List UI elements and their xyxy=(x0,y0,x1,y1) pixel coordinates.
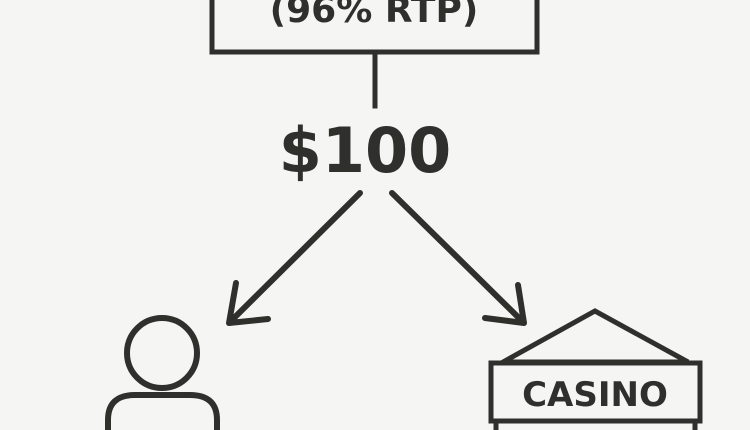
casino-roof xyxy=(493,308,690,365)
arrow-to-casino xyxy=(389,190,527,326)
person-icon xyxy=(105,315,220,430)
person-body xyxy=(105,392,220,430)
casino-sign-frame xyxy=(488,360,703,424)
arrow-to-player xyxy=(226,190,363,326)
arrow-to-player-shaft xyxy=(229,190,363,323)
person-head xyxy=(124,315,200,391)
rtp-box-label: (96% RTP) xyxy=(270,0,479,31)
arrow-to-player-head xyxy=(226,280,271,326)
arrow-to-casino-head xyxy=(482,282,527,326)
amount-label: $100 xyxy=(279,114,452,187)
rtp-box: (96% RTP) xyxy=(209,0,540,55)
casino-building-icon: CASINO xyxy=(488,308,703,430)
rtp-box-frame xyxy=(209,0,540,55)
arrow-to-casino-shaft xyxy=(389,190,524,323)
casino-label: CASINO xyxy=(522,375,668,415)
